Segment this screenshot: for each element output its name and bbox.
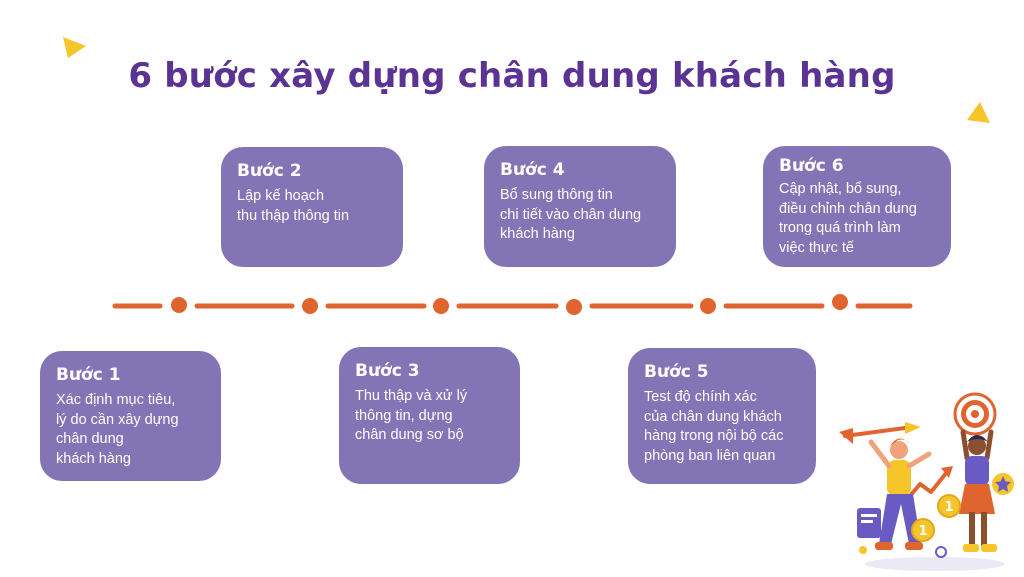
- timeline-node: [566, 299, 582, 315]
- step-card-6: Bước 6 Cập nhật, bổ sung, điều chỉnh châ…: [763, 146, 951, 267]
- triangle-icon: [63, 37, 86, 58]
- step-description-line: thông tin, dựng: [355, 407, 453, 424]
- step-card-1: Bước 1 Xác định mục tiêu, lý do cần xây …: [40, 351, 221, 481]
- timeline-node: [302, 298, 318, 314]
- coin-label: 1: [918, 524, 927, 539]
- step-description-line: Bổ sung thông tin: [500, 187, 613, 203]
- step-description: Thu thập và xử lý thông tin, dựng chân d…: [355, 387, 504, 446]
- target-icon: [953, 392, 997, 436]
- timeline-node: [171, 297, 187, 313]
- step-label: Bước 1: [56, 365, 121, 385]
- step-description-line: hàng trong nội bộ các: [644, 428, 784, 444]
- timeline-node: [832, 294, 848, 310]
- step-description-line: điều chỉnh chân dung: [779, 200, 917, 217]
- step-card-4: Bước 4 Bổ sung thông tin chi tiết vào ch…: [484, 146, 676, 267]
- step-description-line: khách hàng: [56, 450, 131, 467]
- step-description-line: lý do cần xây dựng: [56, 411, 179, 428]
- people-with-target-illustration: 1 1: [839, 392, 1014, 571]
- step-description-line: khách hàng: [500, 226, 575, 242]
- step-description: Xác định mục tiêu, lý do cần xây dựng ch…: [56, 391, 205, 469]
- step-description: Lập kế hoạch thu thập thông tin: [237, 187, 387, 226]
- step-card-5: Bước 5 Test độ chính xác của chân dung k…: [628, 348, 816, 484]
- coin-icon: 1: [937, 494, 961, 518]
- step-description: Cập nhật, bổ sung, điều chỉnh chân dung …: [779, 180, 935, 258]
- timeline-node: [700, 298, 716, 314]
- step-description-line: trong quá trình làm: [779, 220, 901, 236]
- coin-icon: 1: [911, 518, 935, 542]
- step-description: Bổ sung thông tin chi tiết vào chân dung…: [500, 186, 660, 245]
- step-description-line: phòng ban liên quan: [644, 447, 776, 464]
- folder-icon: [857, 508, 881, 538]
- coin-label: 1: [944, 500, 953, 515]
- step-label: Bước 4: [500, 160, 565, 180]
- step-card-3: Bước 3 Thu thập và xử lý thông tin, dựng…: [339, 347, 520, 484]
- dart-icon: [839, 422, 921, 444]
- step-description-line: việc thực tế: [779, 239, 854, 256]
- step-description: Test độ chính xác của chân dung khách hà…: [644, 388, 800, 466]
- step-label: Bước 5: [644, 362, 709, 382]
- triangle-icon: [967, 102, 990, 123]
- step-description-line: chân dung sơ bộ: [355, 427, 464, 443]
- person-right: [959, 429, 997, 552]
- step-description-line: của chân dung khách: [644, 408, 782, 425]
- page-title: 6 bước xây dựng chân dung khách hàng: [128, 56, 896, 96]
- step-description-line: Lập kế hoạch: [237, 188, 325, 204]
- step-label: Bước 2: [237, 161, 302, 181]
- step-description-line: Test độ chính xác: [644, 389, 757, 405]
- person-left: [868, 438, 932, 550]
- step-label: Bước 3: [355, 361, 420, 381]
- star-badge-icon: [992, 473, 1014, 495]
- timeline-node: [433, 298, 449, 314]
- step-description-line: Thu thập và xử lý: [355, 388, 468, 404]
- step-description-line: Cập nhật, bổ sung,: [779, 181, 902, 197]
- step-label: Bước 6: [779, 156, 844, 176]
- step-description-line: chân dung: [56, 431, 124, 447]
- step-description-line: chi tiết vào chân dung: [500, 206, 642, 223]
- step-description-line: thu thập thông tin: [237, 207, 350, 224]
- step-card-2: Bước 2 Lập kế hoạch thu thập thông tin: [221, 147, 403, 267]
- step-description-line: Xác định mục tiêu,: [56, 392, 176, 408]
